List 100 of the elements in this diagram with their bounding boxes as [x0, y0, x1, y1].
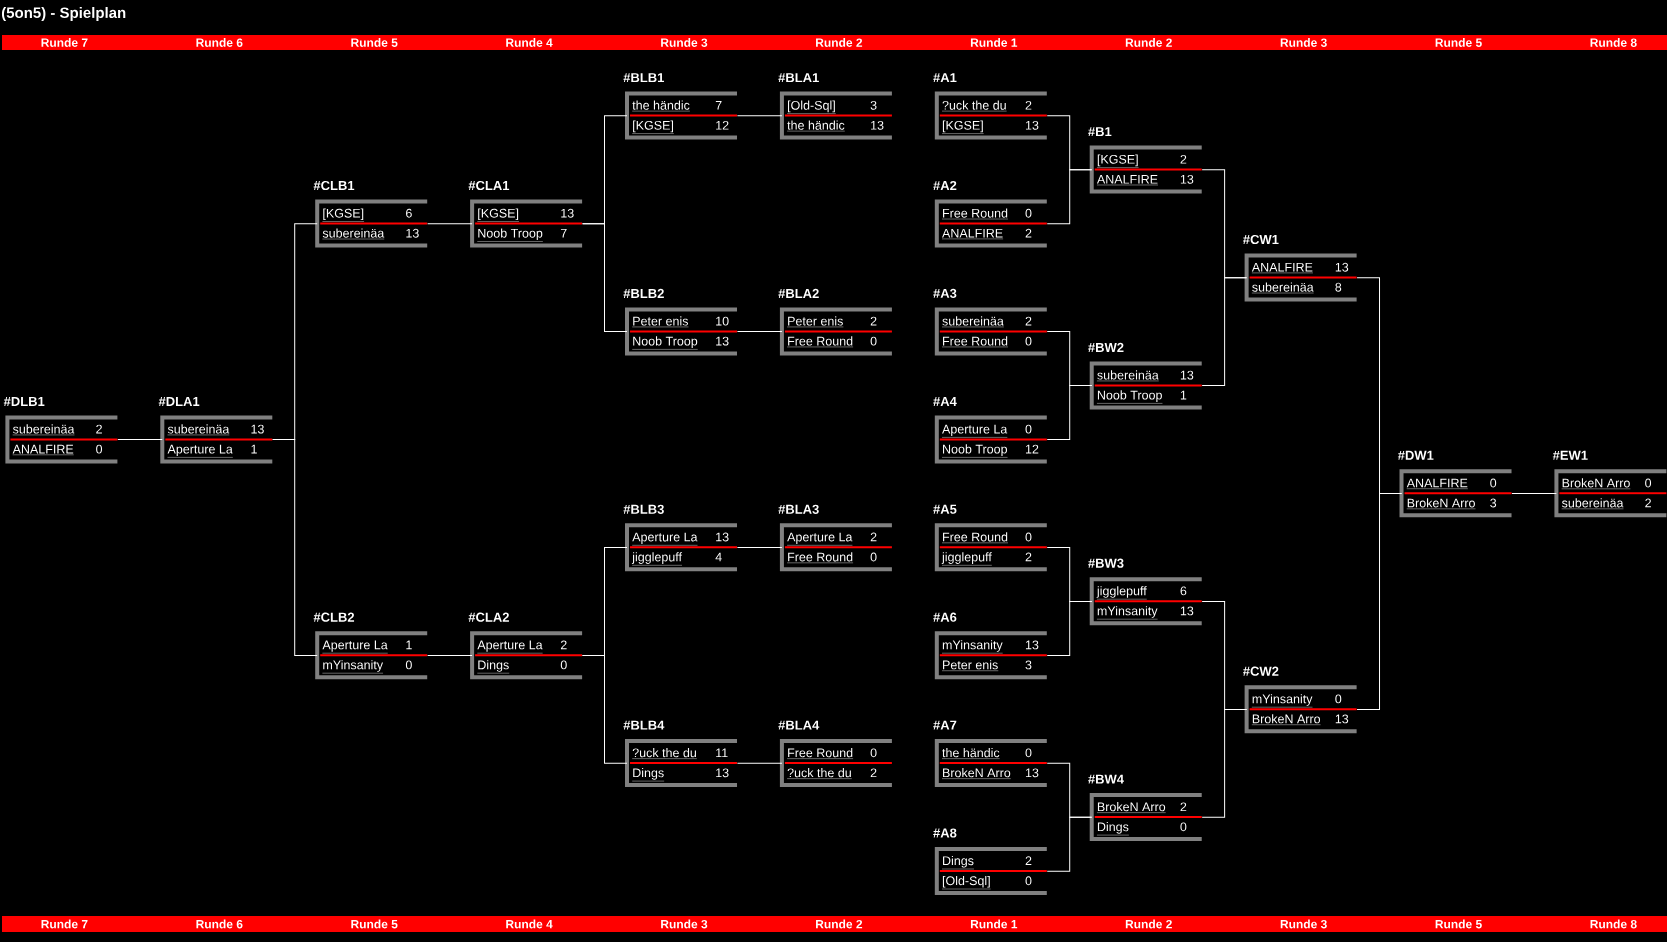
score: 0 — [405, 660, 412, 670]
bracket-line — [736, 115, 783, 117]
team-name: [KGSE] — [322, 208, 365, 222]
bracket-line — [1201, 708, 1248, 818]
score: 0 — [1180, 822, 1187, 832]
team-name: Dings — [477, 660, 510, 674]
score: 7 — [560, 228, 567, 238]
score: 2 — [870, 532, 877, 542]
score: 13 — [406, 228, 419, 238]
team-name: Aperture La — [477, 640, 543, 654]
score: 3 — [870, 100, 877, 110]
team-name: [KGSE] — [1096, 154, 1139, 168]
bracket-line — [1046, 600, 1093, 656]
score: 13 — [716, 532, 729, 542]
team-name: mYinsanity — [941, 640, 1003, 654]
score: 0 — [1645, 478, 1652, 488]
score: 2 — [1025, 552, 1032, 562]
score: 13 — [1335, 714, 1349, 724]
team-name: the händic — [632, 100, 691, 112]
score: 4 — [715, 552, 722, 562]
match-heading: #CLA2 — [468, 612, 509, 622]
score: 13 — [716, 768, 729, 778]
match-heading: #DLB1 — [3, 396, 45, 406]
match-heading: #BLA2 — [778, 288, 819, 298]
match-heading: #BLB4 — [623, 720, 665, 730]
score: 13 — [871, 120, 884, 130]
score: 12 — [716, 120, 729, 130]
bracket-line — [1046, 385, 1093, 441]
team-name: subereinäa — [12, 424, 75, 436]
score: 2 — [1025, 228, 1032, 238]
bracket-line — [1356, 493, 1402, 710]
bracket-line — [1201, 277, 1248, 387]
score: 6 — [406, 208, 412, 218]
score: 2 — [1025, 856, 1032, 865]
bracket-line — [1046, 816, 1093, 872]
team-name: BrokeN Arro — [1096, 802, 1166, 813]
score: 0 — [1025, 424, 1032, 434]
round-label: Runde 4 — [506, 38, 553, 47]
round-label: Runde 4 — [506, 919, 553, 929]
score: 0 — [1025, 336, 1032, 346]
score: 3 — [1025, 660, 1032, 670]
team-name: mYinsanity — [1251, 694, 1313, 708]
team-name: ?uck the du — [786, 768, 852, 779]
team-name: [Old-Sql] — [786, 100, 836, 114]
match-heading: #BW4 — [1088, 774, 1124, 784]
match-heading: #A7 — [933, 720, 957, 730]
bracket-line — [427, 654, 473, 656]
round-label: Runde 3 — [661, 919, 708, 929]
score: 2 — [1025, 316, 1032, 326]
score: 0 — [1025, 532, 1032, 542]
match-heading: #CW1 — [1243, 234, 1279, 245]
bracket-line — [736, 762, 783, 764]
round-label: Runde 3 — [661, 38, 708, 47]
match-heading: #DLA1 — [158, 396, 200, 406]
score: 13 — [1025, 640, 1039, 650]
round-label: Runde 6 — [196, 38, 243, 47]
team-name: Noob Troop — [1096, 390, 1163, 404]
team-name: subereinäa — [1096, 370, 1159, 382]
bracket-line — [272, 439, 318, 656]
score: 3 — [1490, 498, 1497, 508]
team-name: Aperture La — [322, 640, 388, 654]
team-name: jigglepuff — [1096, 586, 1147, 600]
bracket-line — [427, 223, 473, 225]
team-name: [KGSE] — [941, 120, 984, 134]
score: 13 — [251, 424, 264, 434]
match-heading: #BLA3 — [778, 504, 819, 514]
team-name: the händic — [941, 748, 1000, 759]
team-name: Free Round — [786, 336, 854, 348]
score: 1 — [1180, 390, 1187, 400]
match-heading: #A4 — [933, 396, 957, 406]
score: 12 — [1025, 444, 1039, 454]
score: 2 — [96, 424, 102, 434]
bracket-line — [736, 331, 783, 333]
round-label: Runde 1 — [970, 919, 1018, 929]
team-name: Noob Troop — [632, 336, 698, 350]
team-name: subereinäa — [1561, 498, 1624, 510]
score: 0 — [870, 552, 877, 562]
bracket-line — [582, 223, 628, 333]
team-name: Peter enis — [941, 660, 999, 671]
score: 2 — [1025, 100, 1032, 110]
match-heading: #BW3 — [1088, 558, 1124, 568]
round-label: Runde 7 — [41, 919, 88, 929]
match-heading: #A5 — [933, 504, 957, 514]
team-name: BrokeN Arro — [941, 768, 1011, 779]
team-name: subereinäa — [1251, 282, 1314, 294]
team-name: jigglepuff — [941, 552, 993, 566]
round-label: Runde 5 — [1435, 919, 1482, 929]
match-heading: #A6 — [933, 612, 957, 622]
score: 13 — [1180, 174, 1194, 184]
round-label: Runde 7 — [41, 38, 88, 47]
match-heading: #B1 — [1088, 127, 1112, 137]
score: 0 — [1025, 208, 1032, 218]
page-title: (5on5) - Spielplan — [1, 7, 126, 21]
score: 13 — [716, 336, 729, 346]
match-heading: #BLB2 — [623, 288, 664, 298]
bracket-line — [582, 654, 628, 764]
round-label: Runde 5 — [1435, 38, 1482, 47]
team-name: Free Round — [941, 336, 1009, 348]
round-label: Runde 5 — [351, 38, 398, 47]
match-heading: #BLB3 — [623, 504, 664, 514]
